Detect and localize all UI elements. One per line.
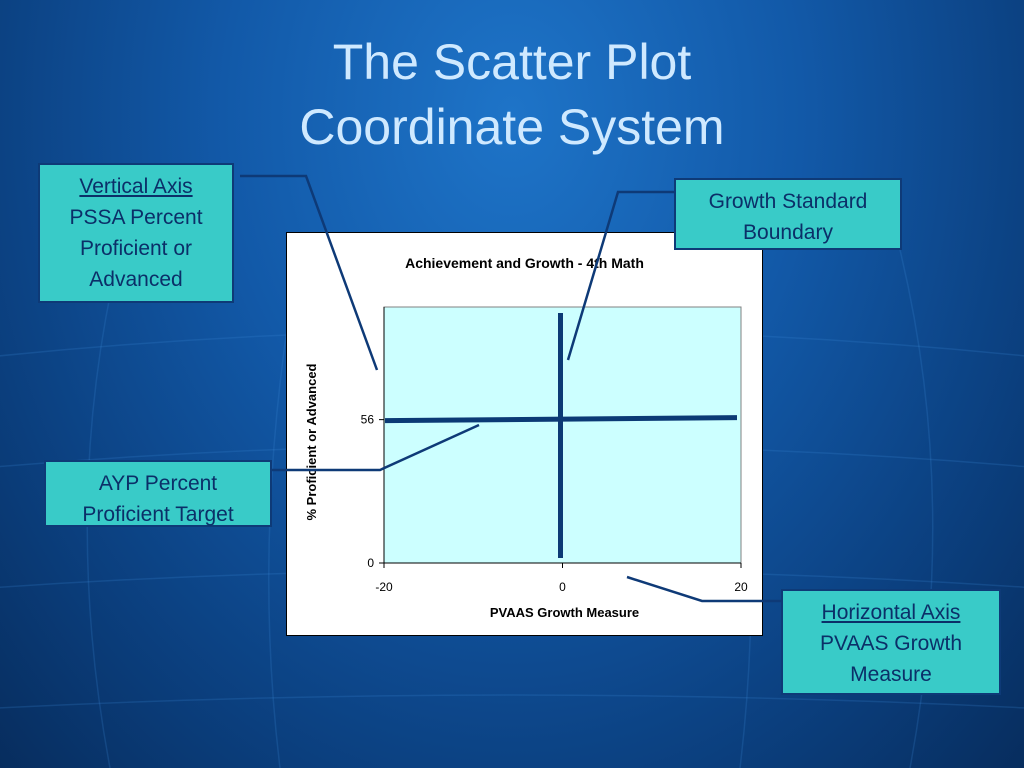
callout-horizontal-axis-line-1: PVAAS Growth [820, 632, 962, 655]
y-axis-label: % Proficient or Advanced [304, 363, 319, 521]
slide-title-line-2: Coordinate System [299, 99, 725, 155]
callout-growth-boundary-line-1: Growth Standard [708, 190, 868, 213]
callout-horizontal-axis: Horizontal Axis PVAAS Growth Measure [781, 589, 1001, 695]
callout-horizontal-axis-heading: Horizontal Axis [821, 601, 961, 624]
chart-frame: Achievement and Growth - 4th Math [286, 232, 763, 636]
chart-title: Achievement and Growth - 4th Math [405, 255, 644, 271]
callout-vertical-axis: Vertical Axis PSSA Percent Proficient or… [38, 163, 234, 303]
slide-title: The Scatter Plot Coordinate System [0, 30, 1024, 160]
callout-ayp-target-line-2: Proficient Target [82, 503, 234, 526]
callout-growth-boundary-line-2: Boundary [743, 221, 833, 244]
callout-vertical-axis-line-3: Advanced [89, 268, 183, 291]
callout-ayp-target-line-1: AYP Percent [98, 472, 218, 495]
x-axis-label: PVAAS Growth Measure [489, 605, 640, 620]
callout-growth-boundary: Growth Standard Boundary [674, 178, 902, 250]
callout-horizontal-axis-line-2: Measure [850, 663, 932, 686]
slide-title-line-1: The Scatter Plot [332, 34, 692, 90]
callout-vertical-axis-line-2: Proficient or [79, 237, 193, 260]
callout-ayp-target: AYP Percent Proficient Target [44, 460, 272, 527]
callout-vertical-axis-line-1: PSSA Percent [69, 206, 203, 229]
callout-vertical-axis-heading: Vertical Axis [79, 175, 193, 198]
